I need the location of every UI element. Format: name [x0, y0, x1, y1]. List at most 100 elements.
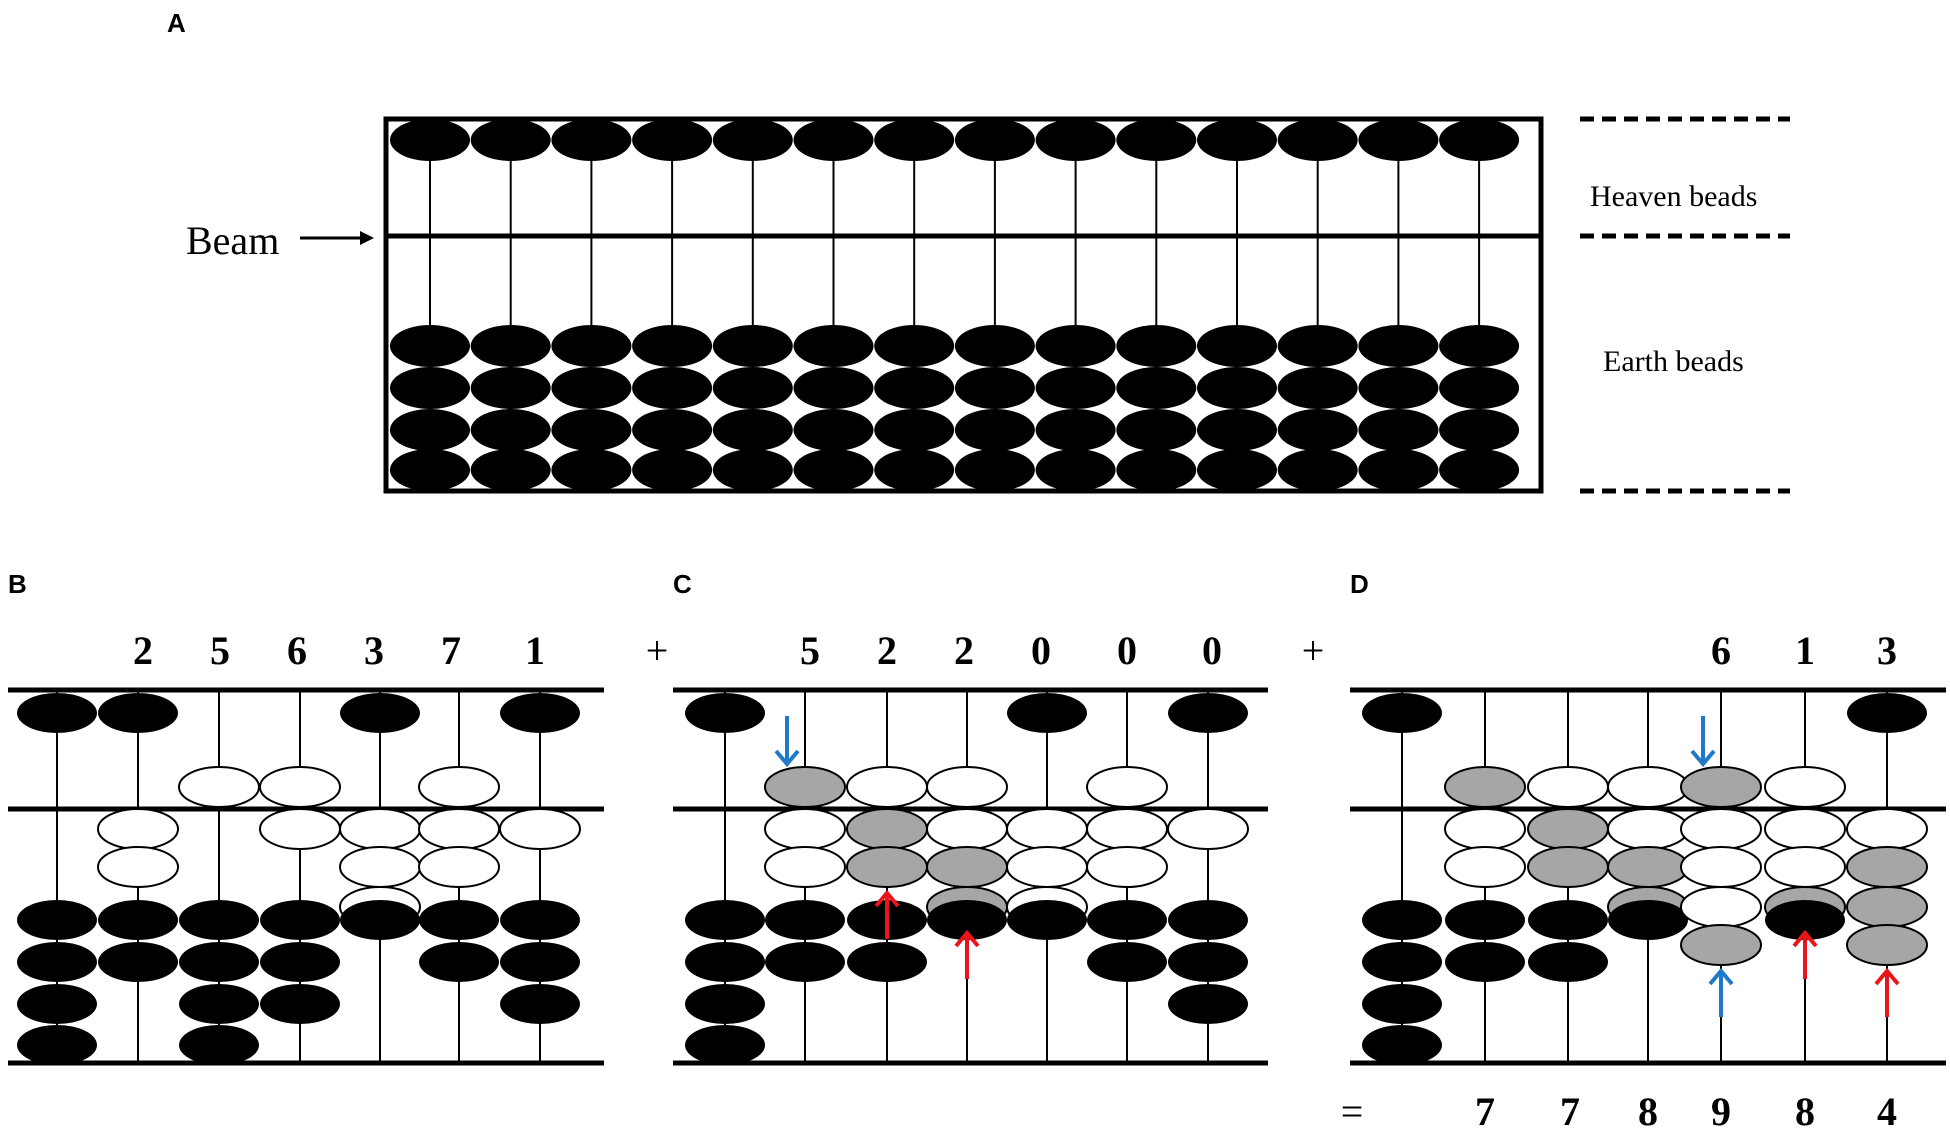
- heaven-bead: [1439, 119, 1520, 161]
- earth-bead: [551, 367, 632, 409]
- digit: 3: [1877, 628, 1897, 673]
- earth-bead: [470, 367, 551, 409]
- panel-b-abacus: [8, 687, 604, 1066]
- earth-bead: [712, 367, 793, 409]
- earth-bead: [390, 325, 470, 367]
- heaven-bead: [1168, 693, 1248, 733]
- earth-bead: [418, 808, 500, 850]
- earth-bead: [685, 942, 765, 982]
- earth-bead: [1168, 984, 1248, 1024]
- earth-beads-label: Earth beads: [1603, 345, 1744, 378]
- earth-bead: [260, 984, 340, 1024]
- digit: 0: [1202, 628, 1222, 673]
- earth-bead: [1035, 449, 1116, 491]
- earth-bead: [1607, 808, 1689, 850]
- earth-bead: [500, 984, 580, 1024]
- panel-a-abacus: Beam Heaven beads Earth beads: [186, 116, 1790, 494]
- panel-label-a: A: [167, 8, 186, 38]
- bead-move-arrow-icon: [874, 889, 900, 939]
- heaven-bead: [846, 766, 928, 808]
- bead-move-arrow-icon: [954, 929, 980, 979]
- earth-bead: [1439, 325, 1520, 367]
- earth-bead: [179, 942, 259, 982]
- earth-bead: [1680, 808, 1762, 850]
- result-digit: 4: [1877, 1089, 1897, 1129]
- earth-bead: [17, 900, 97, 940]
- earth-bead: [846, 846, 928, 888]
- earth-bead: [1168, 900, 1248, 940]
- heaven-bead: [1680, 766, 1762, 808]
- heaven-bead: [340, 693, 420, 733]
- earth-bead: [793, 409, 874, 451]
- digit: 2: [133, 628, 153, 673]
- earth-bead: [1197, 367, 1277, 409]
- earth-bead: [1035, 325, 1116, 367]
- earth-bead: [1680, 846, 1762, 888]
- digit: 2: [877, 628, 897, 673]
- earth-bead: [1277, 367, 1358, 409]
- digit: 3: [364, 628, 384, 673]
- heaven-bead: [1277, 119, 1358, 161]
- earth-bead: [470, 325, 551, 367]
- earth-bead: [1362, 900, 1442, 940]
- earth-bead: [1197, 409, 1277, 451]
- earth-bead: [1197, 325, 1277, 367]
- earth-bead: [1277, 449, 1358, 491]
- earth-bead: [470, 449, 551, 491]
- result-digit: 7: [1475, 1089, 1495, 1129]
- heaven-beads-label: Heaven beads: [1590, 180, 1757, 213]
- earth-bead: [712, 409, 793, 451]
- heaven-bead: [1116, 119, 1197, 161]
- earth-bead: [470, 409, 551, 451]
- earth-bead: [1846, 808, 1928, 850]
- earth-bead: [712, 449, 793, 491]
- bead-move-arrow-icon: [1708, 967, 1734, 1017]
- earth-bead: [1362, 984, 1442, 1024]
- beam-label: Beam: [186, 218, 279, 263]
- panel-label-d: D: [1350, 569, 1369, 599]
- heaven-bead: [1527, 766, 1609, 808]
- earth-bead: [1444, 846, 1526, 888]
- earth-bead: [1439, 367, 1520, 409]
- earth-bead: [1168, 942, 1248, 982]
- earth-bead: [551, 409, 632, 451]
- earth-bead: [1358, 449, 1439, 491]
- digit: 5: [210, 628, 230, 673]
- earth-bead: [500, 900, 580, 940]
- earth-bead: [1116, 449, 1197, 491]
- earth-bead: [1764, 808, 1846, 850]
- earth-bead: [764, 808, 846, 850]
- earth-bead: [259, 808, 341, 850]
- earth-bead: [632, 325, 713, 367]
- heaven-bead: [954, 119, 1035, 161]
- earth-bead: [954, 367, 1035, 409]
- earth-bead: [1116, 367, 1197, 409]
- earth-bead: [954, 409, 1035, 451]
- earth-bead: [1362, 942, 1442, 982]
- result-digit: 8: [1638, 1089, 1658, 1129]
- earth-bead: [1167, 808, 1249, 850]
- earth-bead: [390, 409, 470, 451]
- earth-bead: [632, 367, 713, 409]
- heaven-bead: [551, 119, 632, 161]
- panel-label-c: C: [673, 569, 692, 599]
- earth-bead: [1764, 846, 1846, 888]
- earth-bead: [17, 984, 97, 1024]
- bead-move-arrow-icon: [774, 716, 800, 768]
- earth-bead: [340, 900, 420, 940]
- panel-label-b: B: [8, 569, 27, 599]
- plus-operator: +: [646, 628, 669, 673]
- earth-bead: [1846, 924, 1928, 966]
- heaven-bead: [1086, 766, 1168, 808]
- heaven-bead: [1362, 693, 1442, 733]
- digit: 6: [287, 628, 307, 673]
- earth-bead: [1197, 449, 1277, 491]
- digit: 5: [800, 628, 820, 673]
- heaven-bead: [926, 766, 1008, 808]
- earth-bead: [1608, 900, 1688, 940]
- panel-c-digits: 5 2 2 0 0 0: [800, 628, 1222, 673]
- earth-bead: [500, 942, 580, 982]
- earth-bead: [874, 367, 955, 409]
- heaven-bead: [874, 119, 955, 161]
- digit: 1: [1795, 628, 1815, 673]
